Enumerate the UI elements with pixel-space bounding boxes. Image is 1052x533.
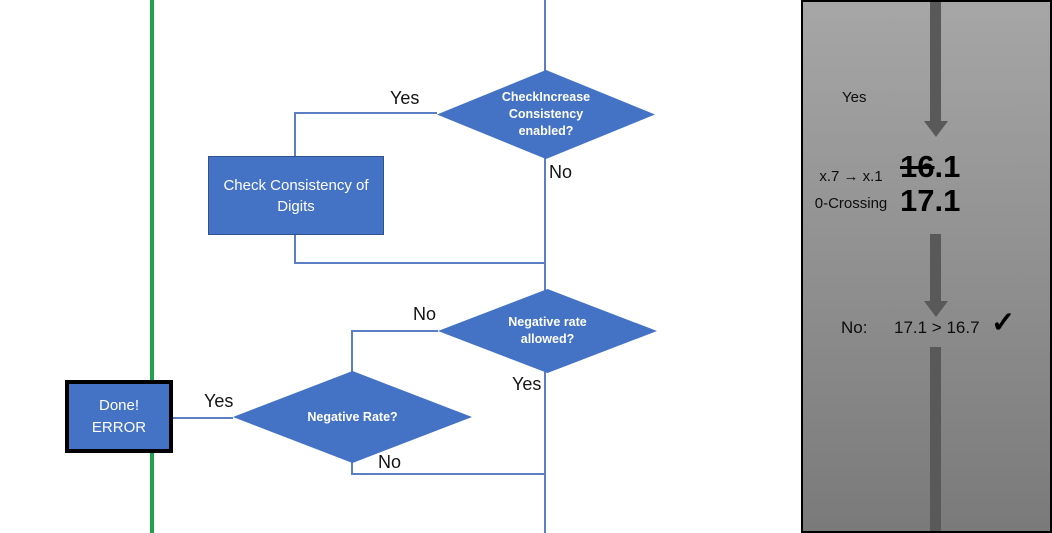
- down-arrow-1-head: [924, 121, 948, 137]
- down-arrow-2-shaft: [930, 234, 941, 302]
- no-branch-connector-v: [351, 330, 353, 372]
- result-comparison: 17.1 > 16.7: [894, 318, 980, 337]
- result-prefix-label: No:: [841, 318, 868, 337]
- value-block: 16.1 17.1: [900, 150, 960, 218]
- negative-rate-label: Negative Rate?: [307, 409, 398, 424]
- checkincrease-consistency-label: CheckIncrease Consistency enabled?: [501, 90, 591, 138]
- crossing-annotation: x.7 → x.1 0-Crossing: [805, 163, 897, 217]
- down-arrow-3-shaft: [930, 347, 941, 531]
- edge-label-yes-middle: Yes: [512, 374, 542, 394]
- edge-label-no-middle: No: [413, 304, 437, 324]
- yes-branch-connector-v: [294, 112, 296, 157]
- crossing-annotation-line2: 0-Crossing: [814, 195, 888, 212]
- rect-join-connector-h: [294, 262, 546, 264]
- down-arrow-1-shaft: [930, 2, 941, 122]
- edge-label-no-top: No: [549, 162, 573, 182]
- negative-rate-allowed-label: Negative rate allowed?: [508, 315, 587, 346]
- done-error-label: Done! ERROR: [91, 396, 147, 436]
- old-value-suffix: .1: [934, 149, 961, 184]
- yes-branch-connector-h: [295, 112, 437, 114]
- neg-rate-out-connector-v: [351, 462, 353, 475]
- negative-rate-allowed-diamond: Negative rate allowed?: [438, 289, 657, 373]
- no-branch-connector-h: [352, 330, 438, 332]
- edge-label-no-bottom: No: [378, 452, 402, 472]
- example-panel: Yes x.7 → x.1 0-Crossing 16.1 17.1 No: 1…: [801, 0, 1052, 533]
- old-value-struck: 16: [900, 149, 935, 184]
- old-value: 16.1: [900, 150, 960, 184]
- check-consistency-label: Check Consistency of Digits: [223, 176, 369, 215]
- panel-yes-label: Yes: [842, 89, 867, 106]
- edge-label-yes-top: Yes: [390, 88, 420, 108]
- negative-rate-diamond: Negative Rate?: [233, 371, 472, 463]
- check-consistency-box: Check Consistency of Digits: [208, 156, 384, 235]
- neg-rate-join-connector-h: [351, 473, 546, 475]
- done-connector-h: [172, 417, 233, 419]
- check-icon: ✓: [991, 307, 1016, 339]
- rect-out-connector-v: [294, 234, 296, 264]
- checkincrease-consistency-diamond: CheckIncrease Consistency enabled?: [437, 70, 655, 159]
- new-value: 17.1: [900, 183, 961, 218]
- main-flow-connector: [544, 0, 546, 533]
- green-guideline: [150, 0, 154, 533]
- crossing-annotation-line1: x.7 → x.1: [819, 168, 883, 185]
- done-error-box: Done! ERROR: [65, 380, 173, 453]
- down-arrow-2-head: [924, 301, 948, 317]
- edge-label-yes-bottom: Yes: [204, 391, 234, 411]
